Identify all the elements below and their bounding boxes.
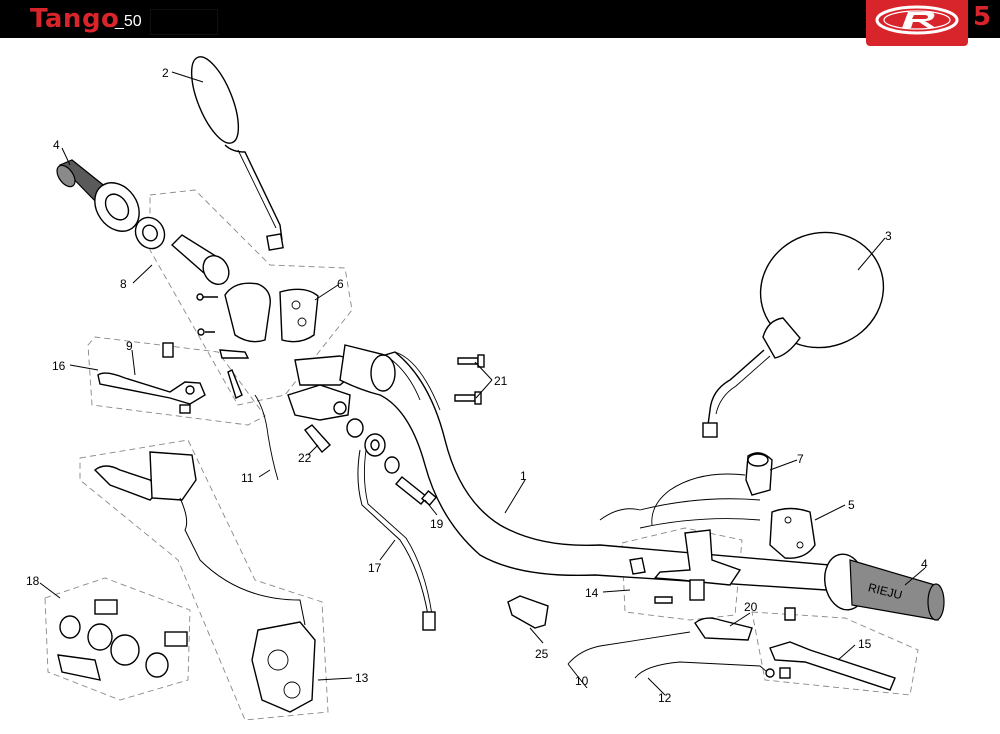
brand-logo (866, 0, 968, 46)
callout-3: 3 (885, 229, 892, 243)
callout-8: 8 (120, 277, 127, 291)
part-15-right-lever (769, 641, 896, 691)
callout-4-right: 4 (921, 557, 928, 571)
part-4-left-grip (56, 159, 140, 232)
callout-13: 13 (355, 671, 369, 685)
part-18-seal-kit (57, 599, 188, 681)
redacted-block (150, 9, 218, 35)
callout-7: 7 (797, 452, 804, 466)
callout-12: 12 (658, 691, 672, 705)
page-number: 5 (973, 2, 992, 32)
callout-15: 15 (858, 637, 872, 651)
part-20-lever-mount (694, 607, 796, 641)
part-3-right-mirror (702, 231, 885, 438)
callout-14: 14 (585, 586, 599, 600)
group-outline-14 (621, 527, 743, 621)
part-5-switch (769, 507, 816, 559)
part-4-right-grip: RIEJU (824, 553, 945, 621)
part-17-brake-hose (357, 449, 429, 616)
part-12-cable (634, 661, 773, 679)
callout-22: 22 (298, 451, 312, 465)
callout-10: 10 (575, 674, 589, 688)
model-version: _50 (115, 13, 142, 30)
group-outline-16 (87, 336, 266, 426)
part-13-caliper (251, 621, 316, 713)
part-14-bracket (629, 529, 742, 604)
callout-6: 6 (337, 277, 344, 291)
part-2-left-mirror (190, 56, 284, 251)
part-19-bolt (346, 418, 438, 507)
callout-5: 5 (848, 498, 855, 512)
group-outline-18 (44, 577, 191, 701)
callout-11: 11 (241, 471, 254, 485)
part-6-throttle-switch (196, 282, 319, 343)
callout-2: 2 (162, 66, 169, 80)
header-bar: Tango _50 (0, 0, 1000, 38)
callout-labels: 1 2 3 4 4 5 6 7 8 9 10 11 12 13 14 15 16… (26, 66, 928, 705)
callout-4-left: 4 (53, 138, 60, 152)
callout-17: 17 (368, 561, 382, 575)
model-title: Tango (30, 4, 120, 34)
part-master-cylinder-lower (93, 451, 306, 626)
leader-lines (39, 71, 926, 696)
part-25-cable-end (507, 595, 549, 629)
callout-9: 9 (126, 339, 133, 353)
callout-19: 19 (430, 517, 444, 531)
callout-18: 18 (26, 574, 40, 588)
callout-1: 1 (520, 469, 527, 483)
part-9-left-lever (97, 342, 206, 414)
callout-20: 20 (744, 600, 758, 614)
part-21-bolts (454, 354, 485, 405)
callout-25: 25 (535, 647, 549, 661)
part-11-wire (254, 394, 279, 481)
group-outline-13 (79, 439, 329, 721)
part-throttle-sleeve (134, 216, 230, 286)
part-master-cylinder (287, 355, 354, 421)
callout-16: 16 (52, 359, 66, 373)
part-10-cable (567, 631, 691, 665)
r-logo-icon (875, 5, 959, 35)
callout-21: 21 (494, 374, 508, 388)
part-22-bolt (219, 349, 331, 454)
group-outline-8 (149, 189, 353, 406)
part-7-switch (651, 452, 773, 526)
exploded-parts-diagram: RIEJU (26, 56, 945, 721)
